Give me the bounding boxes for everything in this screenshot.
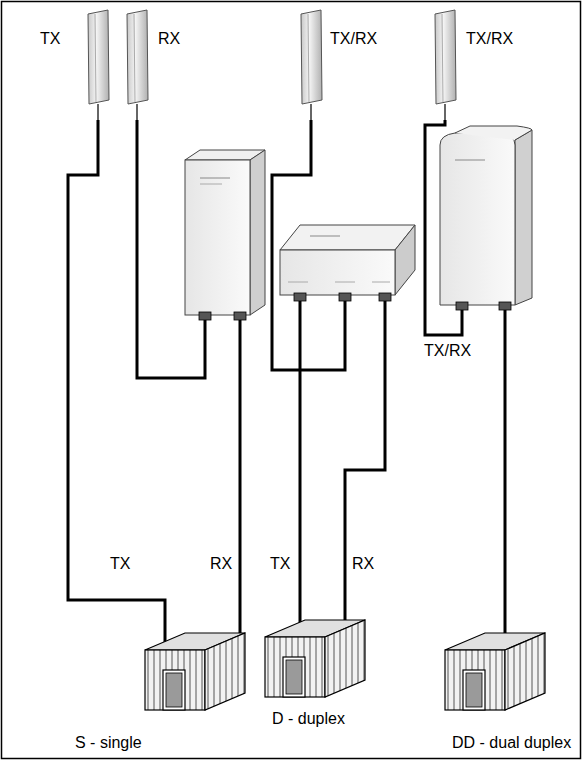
cable-label: TX/RX xyxy=(424,342,471,360)
antenna-label: TX/RX xyxy=(466,30,513,48)
cable-label: TX xyxy=(110,555,130,573)
cable-label: RX xyxy=(352,555,374,573)
equipment-shelter xyxy=(445,633,545,710)
tx-cable xyxy=(299,300,302,628)
configuration-caption: S - single xyxy=(75,734,142,752)
antenna xyxy=(301,10,322,120)
tx-cable xyxy=(68,120,165,642)
dual-duplex-unit xyxy=(440,126,532,310)
feeder-cable xyxy=(504,310,507,642)
antenna-label: RX xyxy=(158,30,180,48)
rx-cable xyxy=(239,320,242,640)
configuration-caption: D - duplex xyxy=(272,710,345,728)
cable-label: TX xyxy=(270,555,290,573)
rx-cable xyxy=(345,300,385,628)
antenna xyxy=(88,10,109,120)
antenna xyxy=(435,10,456,120)
configuration-caption: DD - dual duplex xyxy=(452,734,571,752)
antenna-label: TX xyxy=(40,30,60,48)
single-unit xyxy=(185,150,265,320)
antenna-label: TX/RX xyxy=(330,30,377,48)
equipment-shelter xyxy=(145,633,245,710)
cable-label: RX xyxy=(210,555,232,573)
duplex-unit xyxy=(280,225,415,301)
equipment-shelter xyxy=(265,620,365,697)
antenna xyxy=(127,10,148,120)
